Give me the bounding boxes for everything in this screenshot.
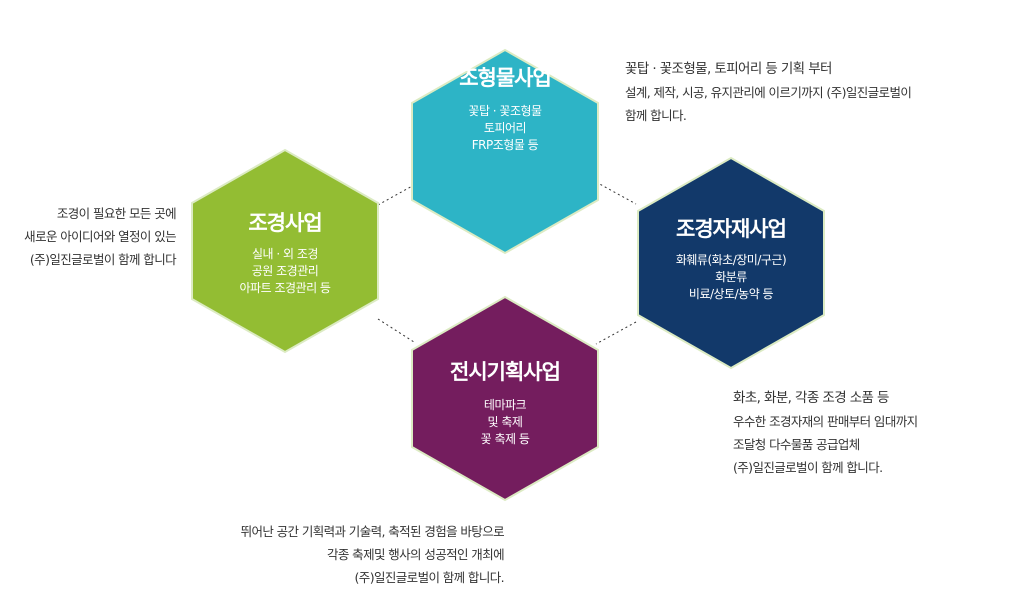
hexagon-landscape <box>191 148 379 354</box>
hexagon-materials-text: 조경자재사업 화훼류(화초/장미/구근) 화분류 비료/상토/농약 등 <box>638 217 824 303</box>
description-line: 우수한 조경자재의 판매부터 임대까지 <box>733 414 918 429</box>
connector-sculpture-landscape <box>377 184 415 206</box>
connector-lines <box>377 181 637 345</box>
hexagon-exhibition <box>411 295 599 502</box>
hexagon-exhibition-line: 테마파크 <box>483 398 527 413</box>
hexagon-landscape-line: 실내 · 외 조경 <box>252 247 318 262</box>
hexagon-landscape-title: 조경사업 <box>248 211 322 235</box>
hexagon-landscape-text: 조경사업 실내 · 외 조경 공원 조경관리 아파트 조경관리 등 <box>192 211 378 297</box>
connector-landscape-exhibition <box>377 318 415 343</box>
hexagon-exhibition-line: 및 축제 <box>487 415 523 430</box>
hexagon-materials-line: 화분류 <box>715 270 747 285</box>
hexagon-sculpture <box>411 48 599 255</box>
hexagon-exhibition-title: 전시기획사업 <box>450 360 561 384</box>
description-line: (주)일진글로벌이 함께 합니다. <box>354 570 505 585</box>
description-line: 뛰어난 공간 기획력과 기술력, 축적된 경험을 바탕으로 <box>240 524 505 539</box>
description-materials: 화초, 화분, 각종 조경 소품 등 우수한 조경자재의 판매부터 임대까지 조… <box>733 387 918 479</box>
hexagon-sculpture-line: 꽃탑 · 꽃조형물 <box>468 104 542 119</box>
description-line: 조경이 필요한 모든 곳에 <box>56 206 177 221</box>
hexagon-sculpture-text: 조형물사업 꽃탑 · 꽃조형물 토피어리 FRP조형물 등 <box>412 66 598 154</box>
description-line: 조달청 다수물품 공급업체 <box>733 437 860 452</box>
description-landscape: 조경이 필요한 모든 곳에 새로운 아이디어와 열정이 있는 (주)일진글로벌이… <box>0 202 176 271</box>
hexagon-sculpture-title: 조형물사업 <box>459 66 552 90</box>
description-line: 새로운 아이디어와 열정이 있는 <box>24 229 176 244</box>
hexagon-sculpture-line: FRP조형물 등 <box>471 138 539 153</box>
connector-materials-exhibition <box>595 321 637 345</box>
hexagon-landscape-line: 아파트 조경관리 등 <box>239 281 331 296</box>
description-line: 꽃탑 · 꽃조형물, 토피어리 등 기획 부터 <box>625 61 832 77</box>
description-sculpture: 꽃탑 · 꽃조형물, 토피어리 등 기획 부터 설계, 제작, 시공, 유지관리… <box>625 58 912 127</box>
hexagon-exhibition-text: 전시기획사업 테마파크 및 축제 꽃 축제 등 <box>412 360 598 448</box>
description-line: (주)일진글로벌이 함께 합니다 <box>29 252 177 267</box>
hexagon-materials-line: 화훼류(화초/장미/구근) <box>675 253 787 268</box>
hexagon-sculpture-line: 토피어리 <box>483 121 527 136</box>
description-line: 함께 합니다. <box>625 108 687 123</box>
connector-sculpture-materials <box>595 181 637 205</box>
hexagon-landscape-line: 공원 조경관리 <box>251 264 319 279</box>
hexagon-materials <box>637 156 825 370</box>
description-line: (주)일진글로벌이 함께 합니다. <box>733 460 883 475</box>
description-exhibition: 뛰어난 공간 기획력과 기술력, 축적된 경험을 바탕으로 각종 축제및 행사의… <box>160 520 505 589</box>
description-line: 설계, 제작, 시공, 유지관리에 이르기까지 (주)일진글로벌이 <box>625 85 912 100</box>
hexagon-materials-title: 조경자재사업 <box>676 217 787 241</box>
description-line: 각종 축제및 행사의 성공적인 개최에 <box>327 547 505 562</box>
hexagon-materials-line: 비료/상토/농약 등 <box>688 287 774 302</box>
hexagon-exhibition-line: 꽃 축제 등 <box>480 432 530 447</box>
description-line: 화초, 화분, 각종 조경 소품 등 <box>733 390 889 406</box>
